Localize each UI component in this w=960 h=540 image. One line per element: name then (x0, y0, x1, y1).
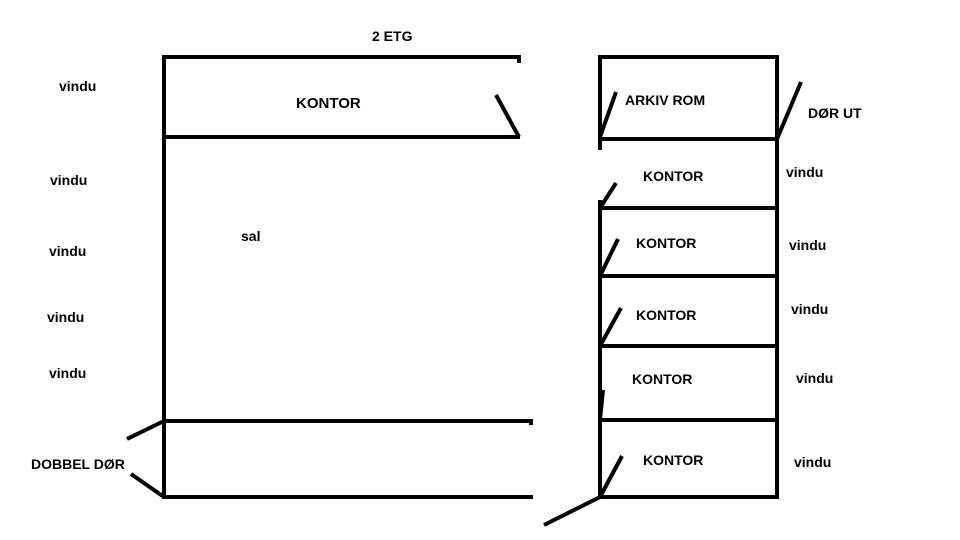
door-office-3 (598, 238, 620, 277)
door-out (775, 81, 803, 140)
door-archive (598, 91, 618, 138)
room-label-office-4: KONTOR (636, 307, 697, 323)
window-label-left-1: vindu (59, 78, 97, 94)
door-office-2 (598, 181, 618, 210)
room-label-hall: sal (241, 228, 261, 244)
window-label-right-1: vindu (786, 164, 824, 180)
door-office-6 (598, 455, 624, 498)
window-label-right-5: vindu (794, 454, 832, 470)
room-label-top-office: KONTOR (296, 95, 361, 112)
window-label-left-4: vindu (47, 309, 85, 325)
window-label-left-3: vindu (49, 243, 87, 259)
door-office-5 (598, 389, 605, 421)
window-label-right-4: vindu (796, 370, 834, 386)
floor-title: 2 ETG (372, 28, 413, 44)
room-label-office-3: KONTOR (636, 235, 697, 251)
double-door-lower (129, 472, 166, 499)
window-label-left-5: vindu (49, 365, 87, 381)
door-top-office (494, 94, 521, 138)
room-label-archive: ARKIV ROM (625, 92, 706, 108)
window-label-left-2: vindu (50, 172, 88, 188)
door-out-label: DØR UT (808, 105, 862, 121)
door-office-4 (598, 307, 623, 347)
room-label-office-5: KONTOR (632, 371, 693, 387)
window-label-right-2: vindu (789, 237, 827, 253)
double-door-label: DOBBEL DØR (31, 456, 125, 472)
room-label-office-6: KONTOR (643, 452, 704, 468)
window-label-right-3: vindu (791, 301, 829, 317)
room-label-office-2: KONTOR (643, 168, 704, 184)
double-door-upper (126, 419, 165, 441)
door-bottom-corridor (543, 495, 601, 527)
